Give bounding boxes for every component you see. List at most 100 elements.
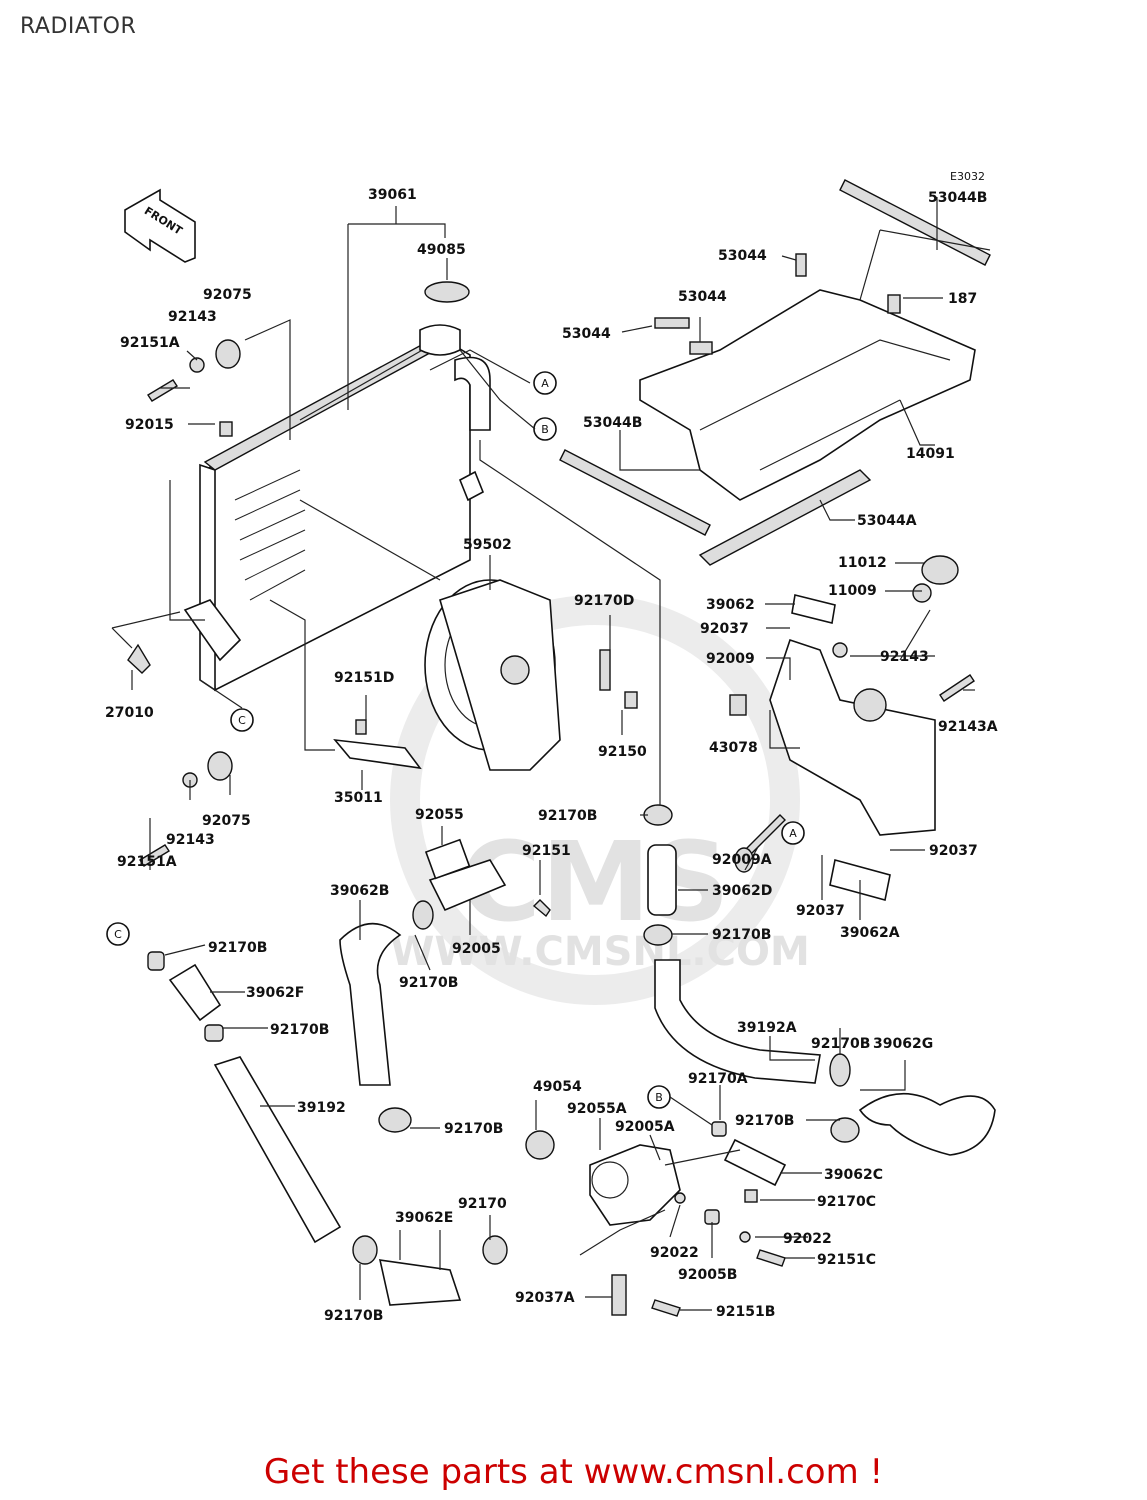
- part-label-92170: 92170: [458, 1196, 507, 1212]
- part-label-92170B-e: 92170B: [270, 1022, 329, 1038]
- part-label-92075-b: 92075: [202, 813, 251, 829]
- part-label-39062D: 39062D: [712, 883, 772, 899]
- part-label-92055: 92055: [415, 807, 464, 823]
- part-label-187: 187: [948, 291, 977, 307]
- front-arrow-icon: FRONT: [124, 188, 196, 263]
- part-label-92151C: 92151C: [817, 1252, 876, 1268]
- part-label-39062E: 39062E: [395, 1210, 453, 1226]
- part-label-11009: 11009: [828, 583, 877, 599]
- svg-text:A: A: [541, 377, 549, 390]
- part-label-92055A: 92055A: [567, 1101, 627, 1117]
- part-label-92143A: 92143A: [938, 719, 998, 735]
- part-label-92037-b: 92037: [929, 843, 978, 859]
- diagram-code: E3032: [950, 170, 985, 183]
- part-label-92022-b: 92022: [783, 1231, 832, 1247]
- part-label-92143-c: 92143: [880, 649, 929, 665]
- part-label-53044B-top: 53044B: [928, 190, 987, 206]
- part-label-92022-a: 92022: [650, 1245, 699, 1261]
- part-label-92150: 92150: [598, 744, 647, 760]
- part-label-92143-b: 92143: [166, 832, 215, 848]
- pad-53044-a: [654, 317, 690, 329]
- watermark: CMS WWW.CMSNL.COM: [390, 595, 810, 1005]
- part-label-92170C: 92170C: [817, 1194, 876, 1210]
- hose-39062E: [378, 1259, 462, 1306]
- svg-text:C: C: [114, 928, 122, 941]
- part-labels: 39061 49085 92075 92143 92151A 92015 270…: [105, 187, 998, 1324]
- part-label-92170B-a: 92170B: [538, 808, 597, 824]
- part-label-53044-c: 53044: [562, 326, 611, 342]
- part-label-92170B-h: 92170B: [735, 1113, 794, 1129]
- part-label-27010: 27010: [105, 705, 154, 721]
- ref-marker-a-1: A: [533, 371, 557, 395]
- svg-text:C: C: [238, 714, 246, 727]
- watermark-logo: CMS: [460, 818, 729, 946]
- part-label-92170A: 92170A: [688, 1071, 748, 1087]
- part-label-92170B-g: 92170B: [811, 1036, 870, 1052]
- part-label-92151B: 92151B: [716, 1304, 775, 1320]
- hose-39062G: [858, 1092, 996, 1156]
- part-label-92005A: 92005A: [615, 1119, 675, 1135]
- hose-39192A: [654, 959, 821, 1084]
- strip-53044B: [559, 449, 711, 536]
- part-label-92037: 92037: [700, 621, 749, 637]
- leader-lines: [111, 197, 991, 1311]
- part-label-92151A: 92151A: [120, 335, 180, 351]
- part-label-53044-a: 53044: [718, 248, 767, 264]
- hose-39062: [791, 594, 836, 624]
- part-label-92151D: 92151D: [334, 670, 394, 686]
- reservoir-tank: [769, 555, 959, 836]
- radiator-cap-icon: [424, 281, 470, 303]
- svg-text:A: A: [789, 827, 797, 840]
- part-label-92170B-d: 92170B: [208, 940, 267, 956]
- part-label-14091: 14091: [906, 446, 955, 462]
- part-label-43078: 43078: [709, 740, 758, 756]
- part-label-92037-c: 92037: [796, 903, 845, 919]
- ref-marker-b-1: B: [533, 417, 557, 441]
- part-label-39062A: 39062A: [840, 925, 900, 941]
- ref-marker-c-1: C: [230, 708, 254, 732]
- part-label-39192: 39192: [297, 1100, 346, 1116]
- part-label-92170B-i: 92170B: [324, 1308, 383, 1324]
- part-label-92151A-b: 92151A: [117, 854, 177, 870]
- part-label-11012: 11012: [838, 555, 887, 571]
- part-label-35011: 35011: [334, 790, 383, 806]
- part-label-92170D: 92170D: [574, 593, 634, 609]
- watermark-url: WWW.CMSNL.COM: [390, 929, 810, 975]
- hose-39062B: [339, 922, 402, 1086]
- part-label-39061: 39061: [368, 187, 417, 203]
- footer-link[interactable]: Get these parts at www.cmsnl.com !: [263, 1452, 884, 1492]
- part-label-92170B-c: 92170B: [399, 975, 458, 991]
- part-label-49085: 49085: [417, 242, 466, 258]
- thermostat-housing: [525, 1130, 681, 1226]
- part-label-49054: 49054: [533, 1079, 582, 1095]
- part-label-53044A: 53044A: [857, 513, 917, 529]
- part-label-92151: 92151: [522, 843, 571, 859]
- radiator-parts-diagram: CMS WWW.CMSNL.COM FRONT E3032: [105, 170, 998, 1324]
- gasket-92055: [424, 838, 471, 880]
- part-label-53044B: 53044B: [583, 415, 642, 431]
- part-label-39062F: 39062F: [246, 985, 304, 1001]
- clamps-and-fasteners: [127, 294, 975, 1317]
- ref-marker-a-2: A: [781, 821, 805, 845]
- part-label-39062C: 39062C: [824, 1167, 883, 1183]
- pad-53044-b: [689, 341, 713, 355]
- part-label-39062B: 39062B: [330, 883, 389, 899]
- part-label-39062G: 39062G: [873, 1036, 933, 1052]
- ref-marker-c-2: C: [106, 922, 130, 946]
- strip-53044A: [698, 469, 872, 566]
- part-label-92170B-f: 92170B: [444, 1121, 503, 1137]
- part-label-39062: 39062: [706, 597, 755, 613]
- svg-text:B: B: [655, 1091, 663, 1104]
- part-label-92170B-b: 92170B: [712, 927, 771, 943]
- hose-39062C: [723, 1138, 787, 1187]
- cooling-fan: [424, 579, 561, 771]
- hose-39062D: [647, 844, 677, 916]
- ref-marker-b-2: B: [647, 1085, 671, 1109]
- hose-39062F: [168, 963, 222, 1022]
- part-label-39192A: 39192A: [737, 1020, 797, 1036]
- hose-39192: [213, 1056, 342, 1244]
- radiator-core: [183, 324, 491, 692]
- svg-text:B: B: [541, 423, 549, 436]
- radiator-shroud: [639, 289, 976, 501]
- part-label-59502: 59502: [463, 537, 512, 553]
